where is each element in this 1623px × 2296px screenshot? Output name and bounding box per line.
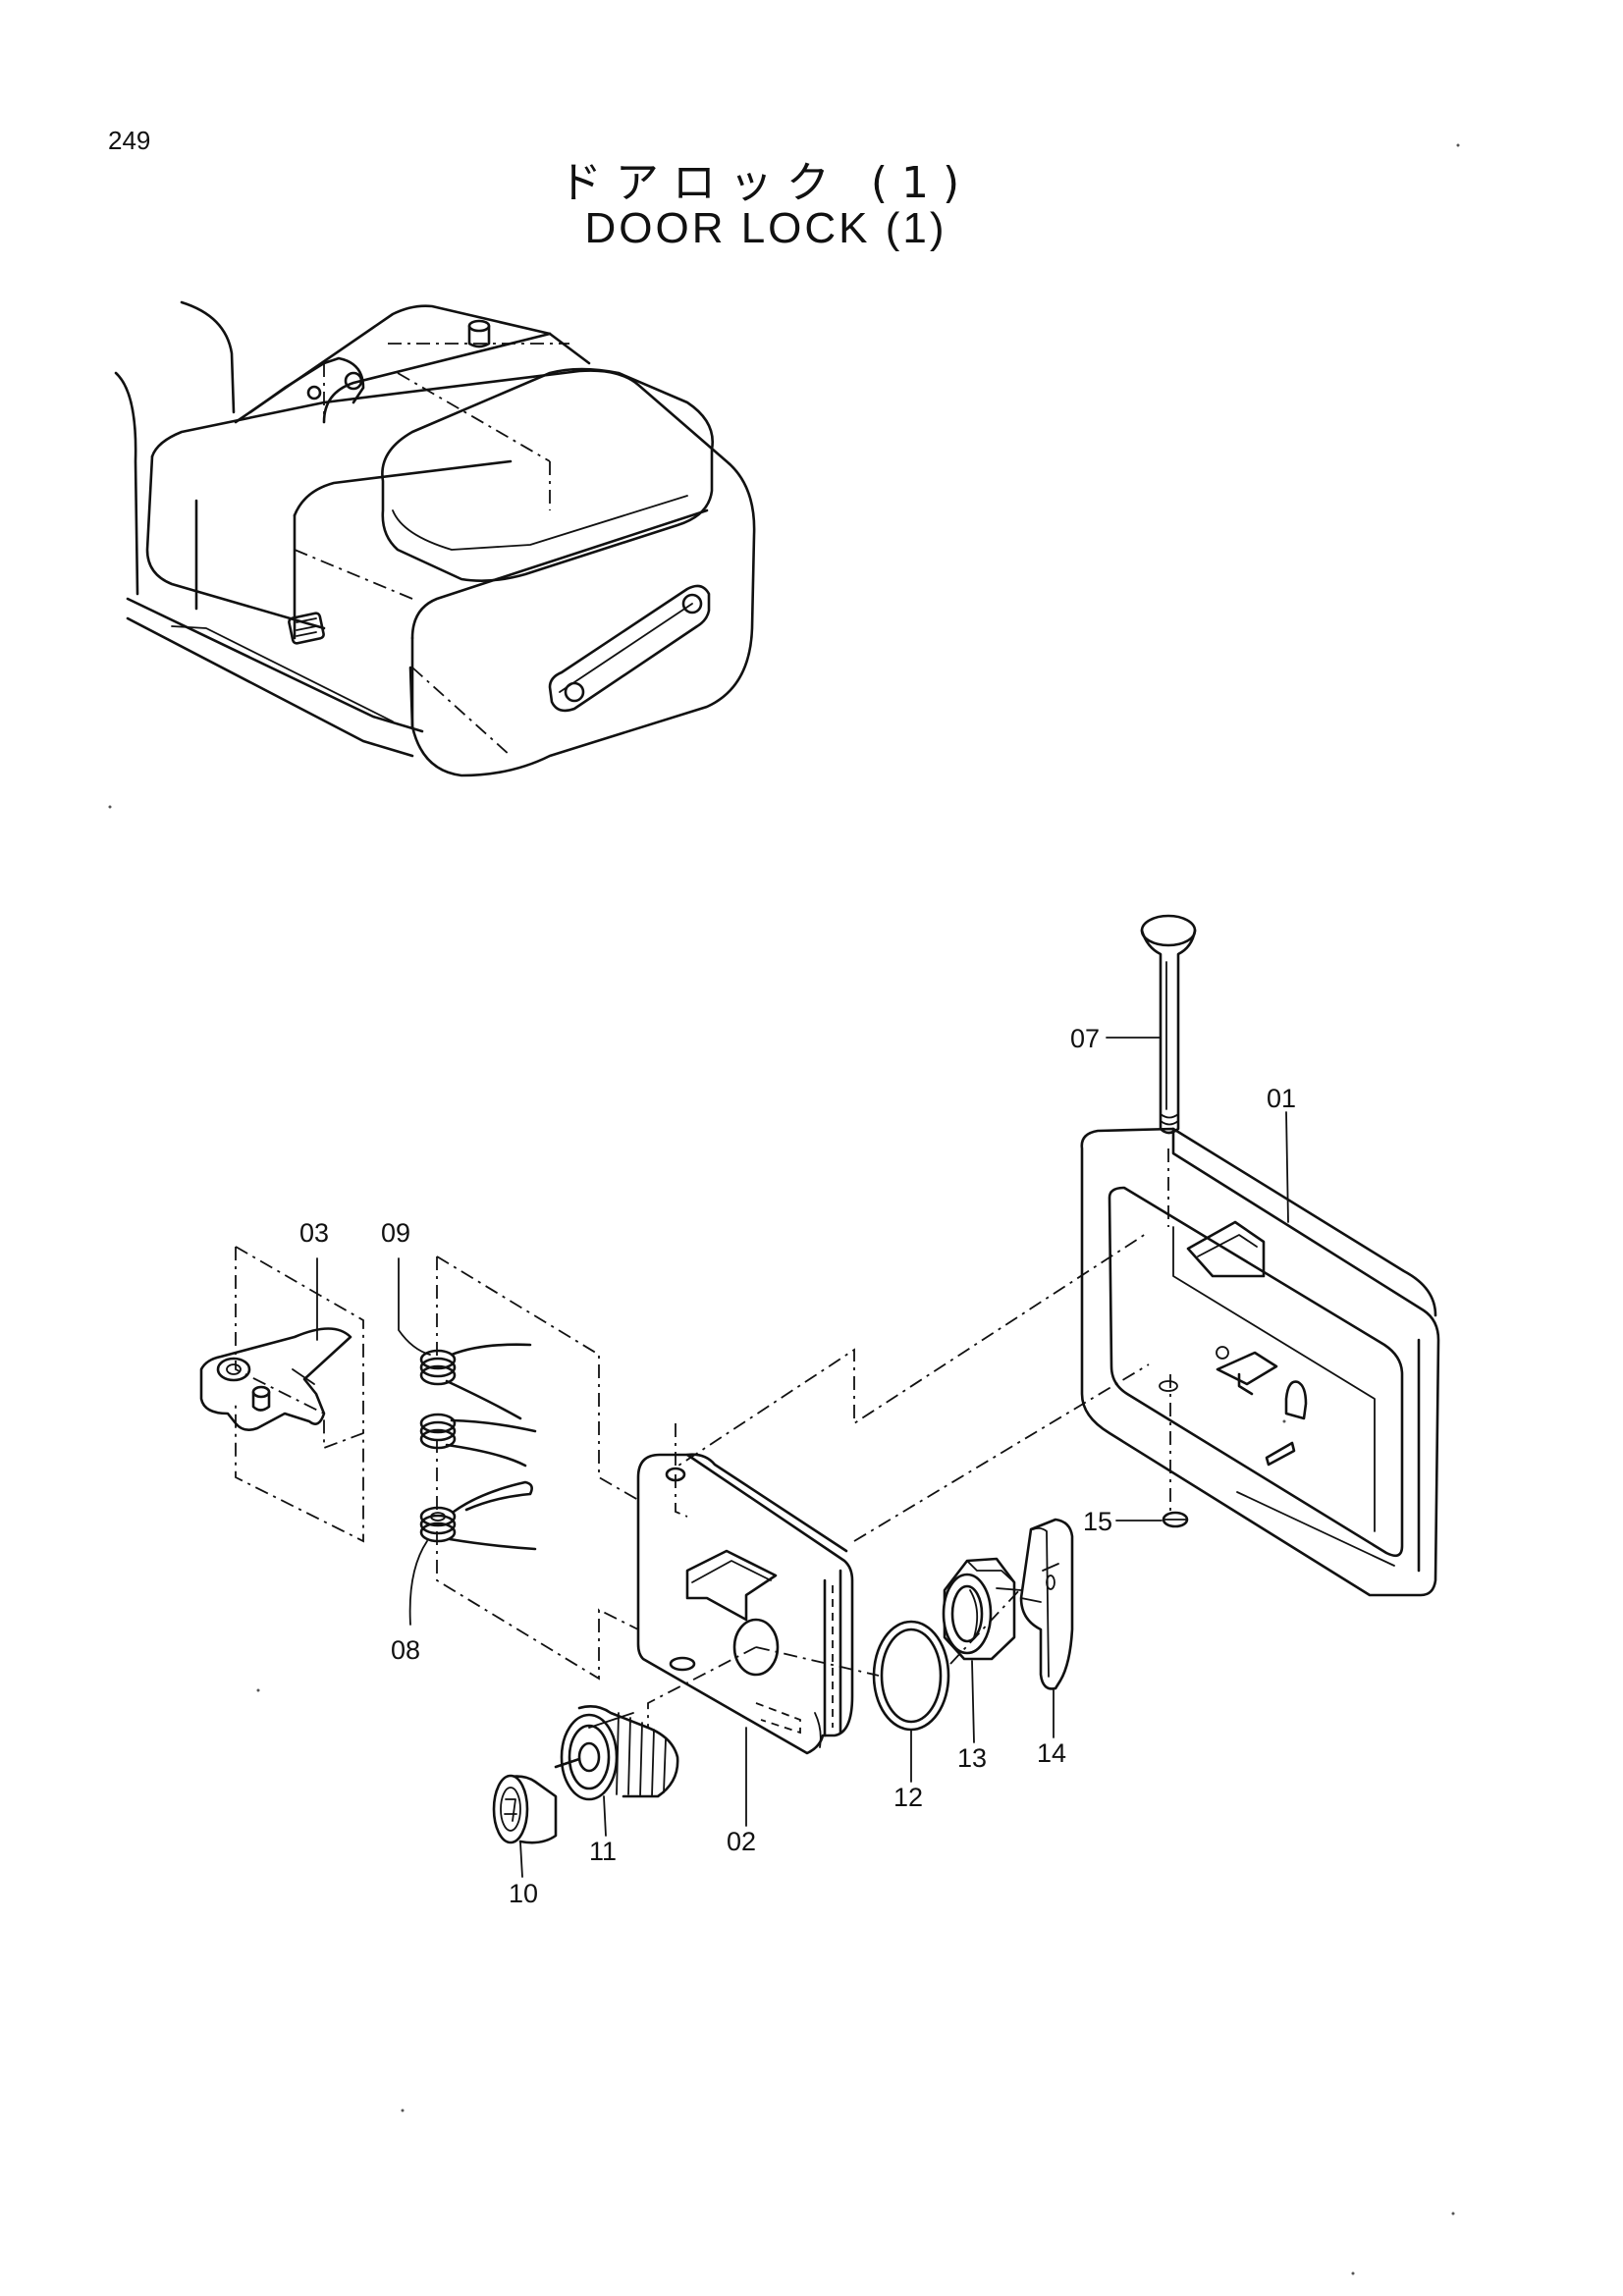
- part-02-lock-plate: [636, 1453, 854, 1755]
- part-09-torsion-spring-lower: [419, 1413, 537, 1468]
- callout-08: 08: [391, 1635, 420, 1665]
- callout-02: 02: [727, 1827, 756, 1856]
- callout-09: 09: [381, 1218, 410, 1248]
- part-09-torsion-spring: [419, 1343, 532, 1420]
- callout-13: 13: [957, 1743, 987, 1773]
- callout-labels: 07 01 03 09 08 15 11 02 12 13 14 10: [299, 1024, 1296, 1908]
- callout-10: 10: [509, 1879, 538, 1908]
- part-13-hex-nut: [942, 1557, 1016, 1661]
- callout-03: 03: [299, 1218, 329, 1248]
- part-11-lock-cylinder-body: [560, 1705, 679, 1801]
- part-01-lock-frame: [1080, 1127, 1440, 1597]
- part-12-o-ring: [872, 1620, 950, 1732]
- part-15-retaining-clip: [1162, 1511, 1189, 1528]
- page-number: 249: [108, 126, 151, 155]
- part-03-lock-lever: [199, 1327, 352, 1431]
- part-10-key-cylinder: [492, 1757, 581, 1844]
- callout-01: 01: [1267, 1084, 1296, 1113]
- callout-12: 12: [893, 1783, 923, 1812]
- machine-overview-illustration: [114, 300, 756, 777]
- callout-leaders: [316, 1037, 1289, 1878]
- assembly-guide-lines: [235, 1148, 1171, 1728]
- part-07-pin: [1140, 914, 1197, 1135]
- callout-07: 07: [1070, 1024, 1100, 1053]
- part-14-lock-latch: [996, 1518, 1074, 1690]
- diagram-title-japanese: ドアロック (1): [558, 158, 974, 208]
- callout-11: 11: [589, 1837, 617, 1866]
- callout-14: 14: [1037, 1738, 1066, 1768]
- callout-15: 15: [1083, 1507, 1112, 1536]
- scan-specks: [108, 143, 1460, 2275]
- diagram-title-english: DOOR LOCK (1): [584, 204, 947, 252]
- part-08-torsion-spring: [419, 1480, 537, 1551]
